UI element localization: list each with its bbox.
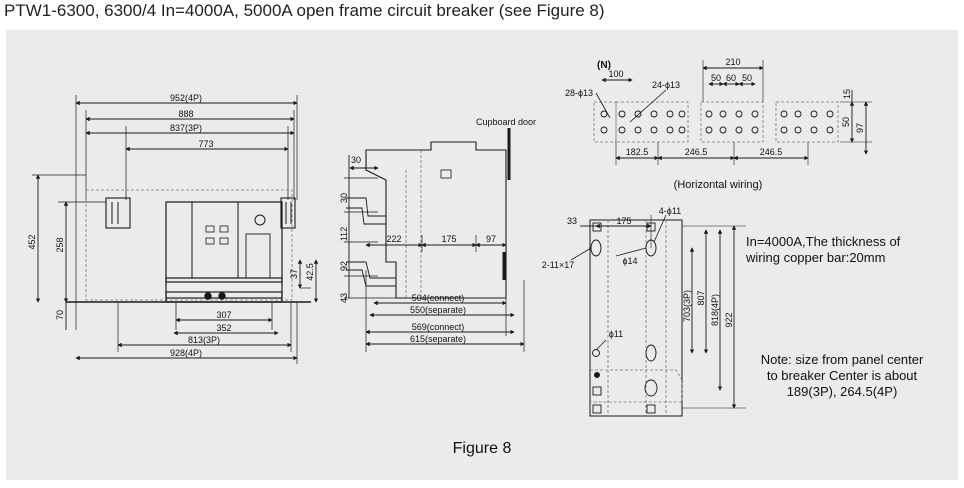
- cutout-dim-807: 807: [696, 290, 706, 305]
- dim-front-right-1: 37: [289, 269, 299, 279]
- dim-side-b-2: 550(separate): [410, 305, 466, 315]
- cutout-dim-175: 175: [616, 216, 631, 226]
- dim-front-top-4: 773: [198, 139, 213, 149]
- note-size-line-2: to breaker Center is about: [767, 368, 918, 383]
- wiring-dim-246b: 246.5: [760, 147, 783, 157]
- wiring-dim-246a: 246.5: [685, 147, 708, 157]
- dim-side-b-4: 615(separate): [410, 334, 466, 344]
- dim-side-h-3: 97: [486, 234, 496, 244]
- cutout-dim-33: 33: [567, 216, 577, 226]
- wiring-dim-100: 100: [608, 69, 623, 79]
- front-view: [32, 95, 319, 364]
- dim-side-h-2: 175: [441, 234, 456, 244]
- wiring-dim-50b: 50: [742, 73, 752, 83]
- cutout-dim-922: 922: [724, 312, 734, 327]
- wiring-n-label: (N): [597, 60, 611, 71]
- dim-side-left-2: 112: [339, 227, 349, 241]
- side-view: [344, 128, 525, 352]
- cutout-phi11: ϕ11: [609, 329, 623, 339]
- dim-side-h-1: 222: [386, 234, 401, 244]
- figure-caption: Figure 8: [452, 440, 512, 457]
- wiring-holes-24: 24-ϕ13: [652, 80, 680, 90]
- dim-front-left-2: 258: [55, 237, 65, 252]
- cutout-slot: 2-11×17: [542, 260, 575, 270]
- dim-front-top-2: 888: [178, 109, 193, 119]
- dim-front-left-1: 452: [27, 234, 37, 249]
- note-size-line-3: 189(3P), 264.5(4P): [787, 384, 898, 399]
- cutout-dim-818: 818(4P): [710, 294, 720, 326]
- wiring-holes-28: 28-ϕ13: [565, 88, 593, 98]
- dim-side-b-1: 504(connect): [412, 293, 465, 303]
- horizontal-wiring-caption: (Horizontal wiring): [674, 179, 763, 191]
- note-thickness-line-1: In=4000A,The thickness of: [746, 234, 901, 249]
- wiring-dim-60: 60: [726, 73, 736, 83]
- cutout-dim-703: 703(3P): [682, 290, 692, 322]
- dim-side-left-4: 43: [339, 293, 349, 303]
- horizontal-wiring-view: [593, 60, 872, 165]
- cutout-phi14: ϕ14: [622, 256, 637, 266]
- cutout-holes-4: 4-ϕ11: [659, 206, 681, 216]
- dim-side-left-3: 92: [339, 261, 349, 271]
- dimension-drawing: 952(4P) 888 837(3P) 773 452 258 70 37 42…: [27, 57, 924, 417]
- wiring-dim-50a: 50: [711, 73, 721, 83]
- note-size-line-1: Note: size from panel center: [761, 352, 924, 367]
- note-thickness-line-2: wiring copper bar:20mm: [745, 250, 885, 265]
- wiring-dim-50c: 50: [841, 117, 851, 127]
- dim-side-b-3: 569(connect): [412, 322, 465, 332]
- dim-front-top-1: 952(4P): [170, 93, 202, 103]
- cupboard-door-label: Cupboard door: [476, 117, 536, 127]
- dim-front-left-3: 70: [55, 310, 65, 320]
- page-title: PTW1-6300, 6300/4 In=4000A, 5000A open f…: [4, 1, 605, 20]
- dim-front-top-3: 837(3P): [170, 123, 202, 133]
- dim-front-bottom-2: 352: [216, 323, 231, 333]
- wiring-dim-210: 210: [725, 57, 740, 67]
- wiring-dim-15: 15: [842, 89, 852, 99]
- wiring-dim-182: 182.5: [626, 147, 649, 157]
- dim-front-right-2: 42.5: [305, 263, 315, 281]
- panel-cutout-view: [570, 214, 746, 417]
- dim-front-bottom-1: 307: [216, 310, 231, 320]
- dim-side-top: 30: [351, 155, 361, 165]
- figure-panel: 952(4P) 888 837(3P) 773 452 258 70 37 42…: [6, 30, 958, 480]
- dim-front-bottom-3: 813(3P): [188, 335, 220, 345]
- wiring-dim-97: 97: [855, 123, 865, 133]
- dim-side-left-1: 30: [339, 193, 349, 203]
- dim-front-bottom-4: 928(4P): [170, 348, 202, 358]
